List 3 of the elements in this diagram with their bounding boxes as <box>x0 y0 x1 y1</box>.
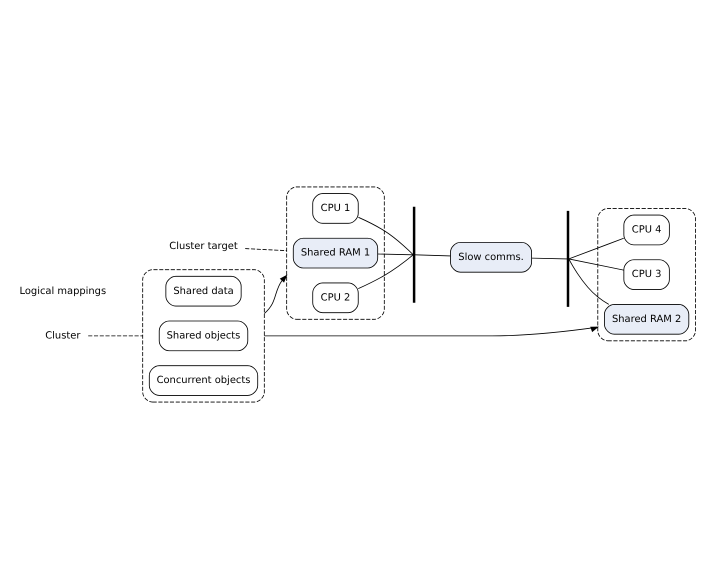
label: Logical mappings <box>20 285 106 296</box>
node-text: Cluster <box>45 330 80 341</box>
node-text: Cluster target <box>169 240 238 252</box>
